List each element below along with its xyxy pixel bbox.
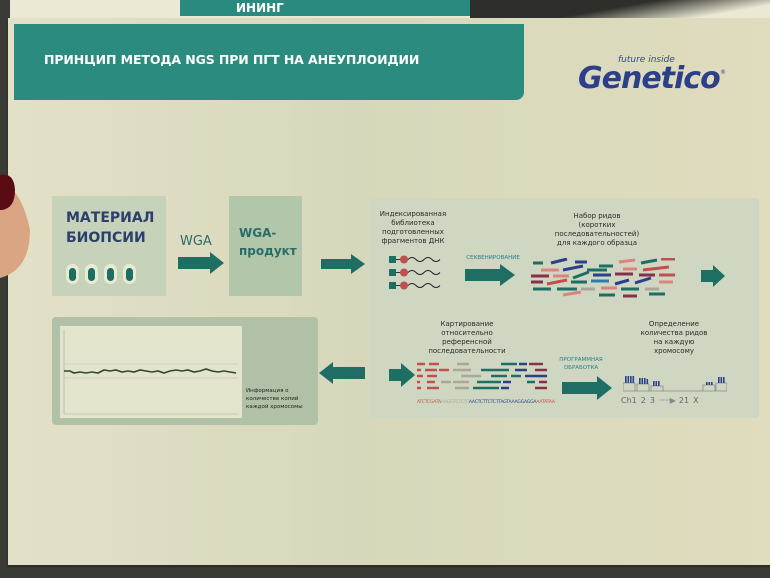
library-line3: подготовленных <box>382 228 444 236</box>
reads-line3: последовательностей) <box>554 230 640 238</box>
biopsy-label-line1: МАТЕРИАЛ <box>66 210 155 226</box>
copy-info-line3: каждой хромосомы <box>246 404 303 410</box>
finger-with-nail <box>0 174 30 278</box>
reference-sequence-part: AACTCTTCTCTTAGTAAAGGAGGA <box>468 400 537 405</box>
wga-product-line2: продукт <box>239 244 297 258</box>
library-line1: Индексированная <box>379 210 447 218</box>
counting-line1: Определение <box>648 320 700 328</box>
chromosome-label: 2 <box>640 396 646 405</box>
wga-product-label: WGA- продукт <box>239 224 297 260</box>
sample-wells <box>66 264 136 284</box>
arrow-right-icon <box>321 254 365 274</box>
sample-well-icon <box>123 264 136 284</box>
mapping-line3: референсной <box>442 338 492 346</box>
sample-well-icon <box>85 264 98 284</box>
mapping-label: Картирование относительно референсной по… <box>425 320 509 356</box>
copy-number-plot <box>60 326 242 418</box>
wga-product-box: WGA- продукт <box>229 196 302 296</box>
library-line4: фрагментов ДНК <box>381 237 445 245</box>
reads-cloud-icon <box>531 258 675 298</box>
mapping-line4: последовательности <box>428 347 506 355</box>
copy-number-info-label: Информация о количестве копий каждой хро… <box>246 387 303 411</box>
arrow-right-icon <box>562 376 612 400</box>
arrow-left-icon <box>319 362 365 384</box>
counting-line3: на каждую <box>653 338 695 346</box>
logo-tagline: future inside <box>618 55 675 65</box>
biopsy-label: МАТЕРИАЛ БИОПСИИ <box>66 208 154 248</box>
chromosome-label: Ch1 <box>621 396 637 405</box>
reads-line1: Набор ридов <box>573 212 621 220</box>
reads-line4: для каждого образца <box>557 239 637 247</box>
chromosome-label: 21 <box>678 396 690 405</box>
arrow-right-icon <box>465 264 515 286</box>
reads-label: Набор ридов (коротких последовательносте… <box>547 212 647 248</box>
back-page-title-band <box>180 0 560 16</box>
dotted-arrow-icon: ·······▶ <box>658 396 676 405</box>
mapped-reads-icon <box>417 362 547 390</box>
counting-label: Определение количества ридов на каждую х… <box>631 320 717 356</box>
chromosome-label: X <box>693 396 699 405</box>
wga-arrow-label: WGA <box>180 234 212 249</box>
chromosome-label: 3 <box>649 396 655 405</box>
arrow-right-icon <box>389 363 415 387</box>
slide-title: ПРИНЦИП МЕТОДА NGS ПРИ ПГТ НА АНЕУПЛОИДИ… <box>44 52 420 67</box>
software-line1: ПРОГРАММНАЯ <box>559 357 603 363</box>
title-band <box>14 24 524 100</box>
dna-fragments-icon <box>389 255 441 290</box>
counting-line2: количества ридов <box>640 329 708 337</box>
registered-mark: ® <box>720 69 726 76</box>
software-processing-label: ПРОГРАММНАЯ ОБРАБОТКА <box>553 356 609 372</box>
copy-number-line-chart <box>63 330 238 415</box>
counting-line4: хромосому <box>654 347 694 355</box>
sequencing-label: СЕКВЕНИРОВАНИЕ <box>466 255 520 261</box>
sample-well-icon <box>104 264 117 284</box>
arrow-right-icon <box>178 252 224 274</box>
biopsy-material-box: МАТЕРИАЛ БИОПСИИ <box>52 196 166 296</box>
mapping-line2: относительно <box>441 329 493 337</box>
copy-info-line1: Информация о <box>246 388 289 394</box>
reference-sequence-part: ATCTCGATA <box>417 400 442 405</box>
ngs-process-panel: Индексированная библиотека подготовленны… <box>369 198 759 418</box>
copy-info-line2: количестве копий <box>246 396 299 402</box>
logo-wordmark: Genetico <box>578 61 721 96</box>
reference-sequence-part: AATATAA <box>536 400 555 405</box>
wga-product-line1: WGA- <box>239 226 277 240</box>
reads-line2: (коротких <box>578 221 616 229</box>
mapping-line1: Картирование <box>440 320 494 328</box>
chromosome-bins-icon <box>623 376 727 392</box>
reference-sequence-part: AAGGTCTCTC <box>441 400 469 405</box>
genetico-logo: future inside Genetico ® <box>578 55 728 105</box>
software-line2: ОБРАБОТКА <box>563 365 599 371</box>
back-page-title: ИНИНГ <box>236 1 284 15</box>
library-label: Индексированная библиотека подготовленны… <box>371 210 455 246</box>
library-line2: библиотека <box>391 219 435 227</box>
arrow-right-icon <box>701 265 725 287</box>
reference-sequence: ATCTCGATAAAGGTCTCTCAACTCTTCTCTTAGTAAAGGA… <box>417 400 555 405</box>
sample-well-icon <box>66 264 79 284</box>
biopsy-label-line2: БИОПСИИ <box>66 230 146 246</box>
copy-number-plot-box: Информация о количестве копий каждой хро… <box>52 317 318 425</box>
